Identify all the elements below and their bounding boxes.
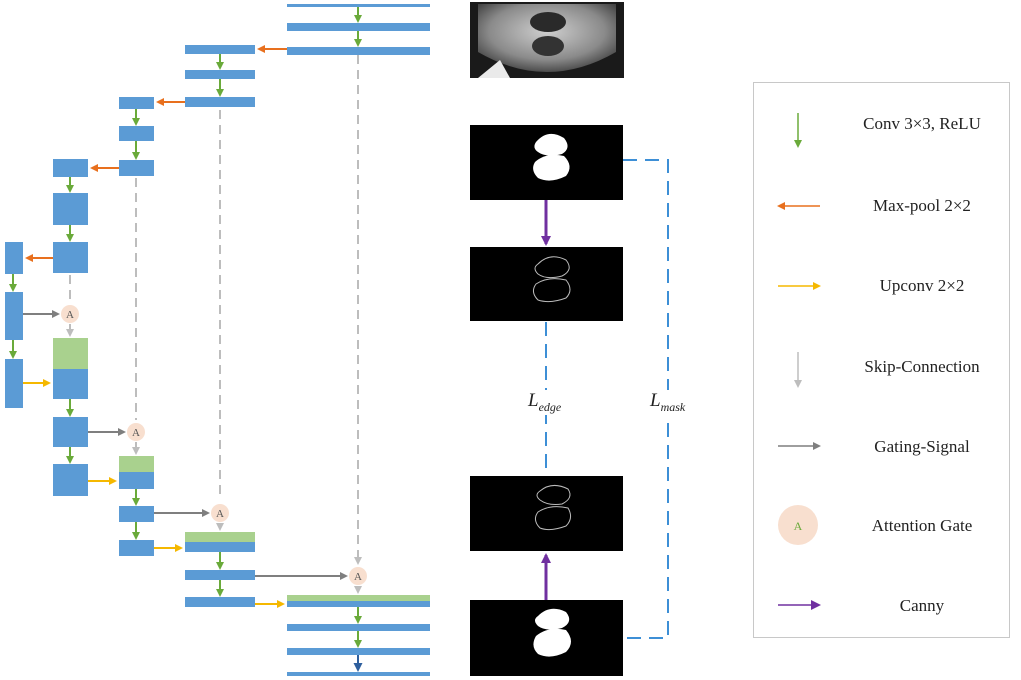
svg-text:A: A [132,427,140,439]
mask-image-top [470,125,623,200]
legend-label-canny: Canny [899,596,945,615]
svg-text:A: A [794,519,803,533]
svg-text:A: A [66,309,74,321]
legend-label-upconv: Upconv 2×2 [879,276,965,295]
edge-image-top [470,247,623,321]
attention-gate-2: A [127,423,145,441]
legend-label-attention: Attention Gate [871,516,973,535]
legend-attention-symbol: A [778,505,818,545]
legend-label-maxpool: Max-pool 2×2 [873,196,971,215]
edge-image-bottom [470,476,623,551]
legend-label-skip: Skip-Connection [864,357,980,376]
legend: Conv 3×3, ReLU Max-pool 2×2 Upconv 2×2 S… [753,82,1010,638]
upconv-arrows [23,379,285,608]
ultrasound-image [470,2,624,78]
mask-loss-label: Lmask [648,390,688,415]
svg-text:A: A [216,508,224,520]
conv-arrows [9,7,362,648]
mask-loss-line [623,159,669,639]
maxpool-arrows [25,45,287,262]
gate-output-arrows [66,324,362,594]
encoder [5,4,430,408]
attention-gate-4: A [349,567,367,585]
mask-image-bottom [470,600,623,676]
attention-gate-1: A [61,305,79,323]
svg-text:A: A [354,571,362,583]
legend-label-conv: Conv 3×3, ReLU [863,114,981,133]
gating-arrows [23,310,348,580]
skip-connections [69,55,362,565]
attention-block [53,338,88,369]
legend-symbols: A [777,113,821,610]
legend-label-gating: Gating-Signal [874,437,970,456]
attention-gate-3: A [211,504,229,522]
decoder [53,338,430,676]
edge-loss-label: Ledge [526,390,564,415]
